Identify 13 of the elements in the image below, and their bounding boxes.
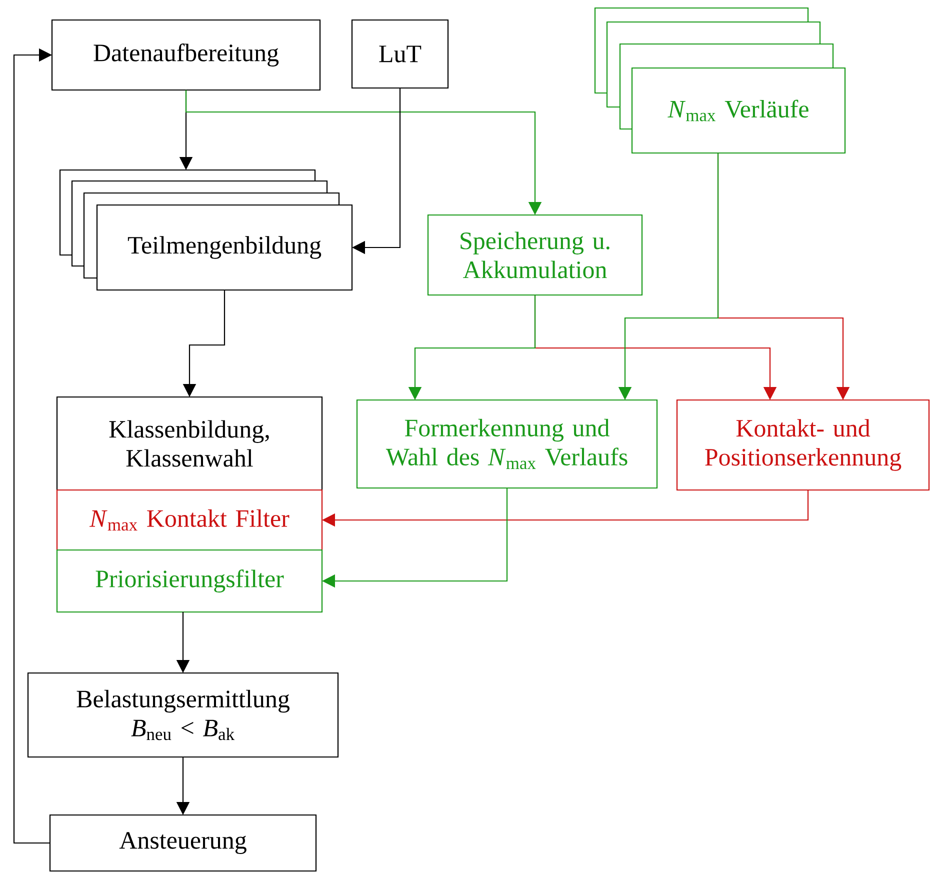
process-box: LuT <box>351 19 449 89</box>
process-box: Priorisierungsfilter <box>56 549 323 613</box>
process-box: Formerkennung und Wahl des N$_{max}$ Verlaufs <box>356 399 658 489</box>
process-box: Klassenbildung, Klassenwahl <box>56 396 323 491</box>
process-box: Datenaufbereitung <box>51 19 321 91</box>
process-box: Ansteuerung <box>49 814 317 872</box>
process-box: Speicherung u. Akkumulation <box>427 214 643 296</box>
process-box: Kontakt- und Positionserkennung <box>676 399 930 491</box>
process-box: Belastungsermittlung B$_{neu}$ < B$_{ak}$ <box>27 672 339 758</box>
stacked-box: Teilmengenbildung <box>59 169 353 291</box>
node-label: max <box>686 112 716 122</box>
stacked-box: N$_{max}$ Verläufe <box>594 7 846 154</box>
process-box: N$_{max}$ Kontakt Filter <box>56 489 323 551</box>
